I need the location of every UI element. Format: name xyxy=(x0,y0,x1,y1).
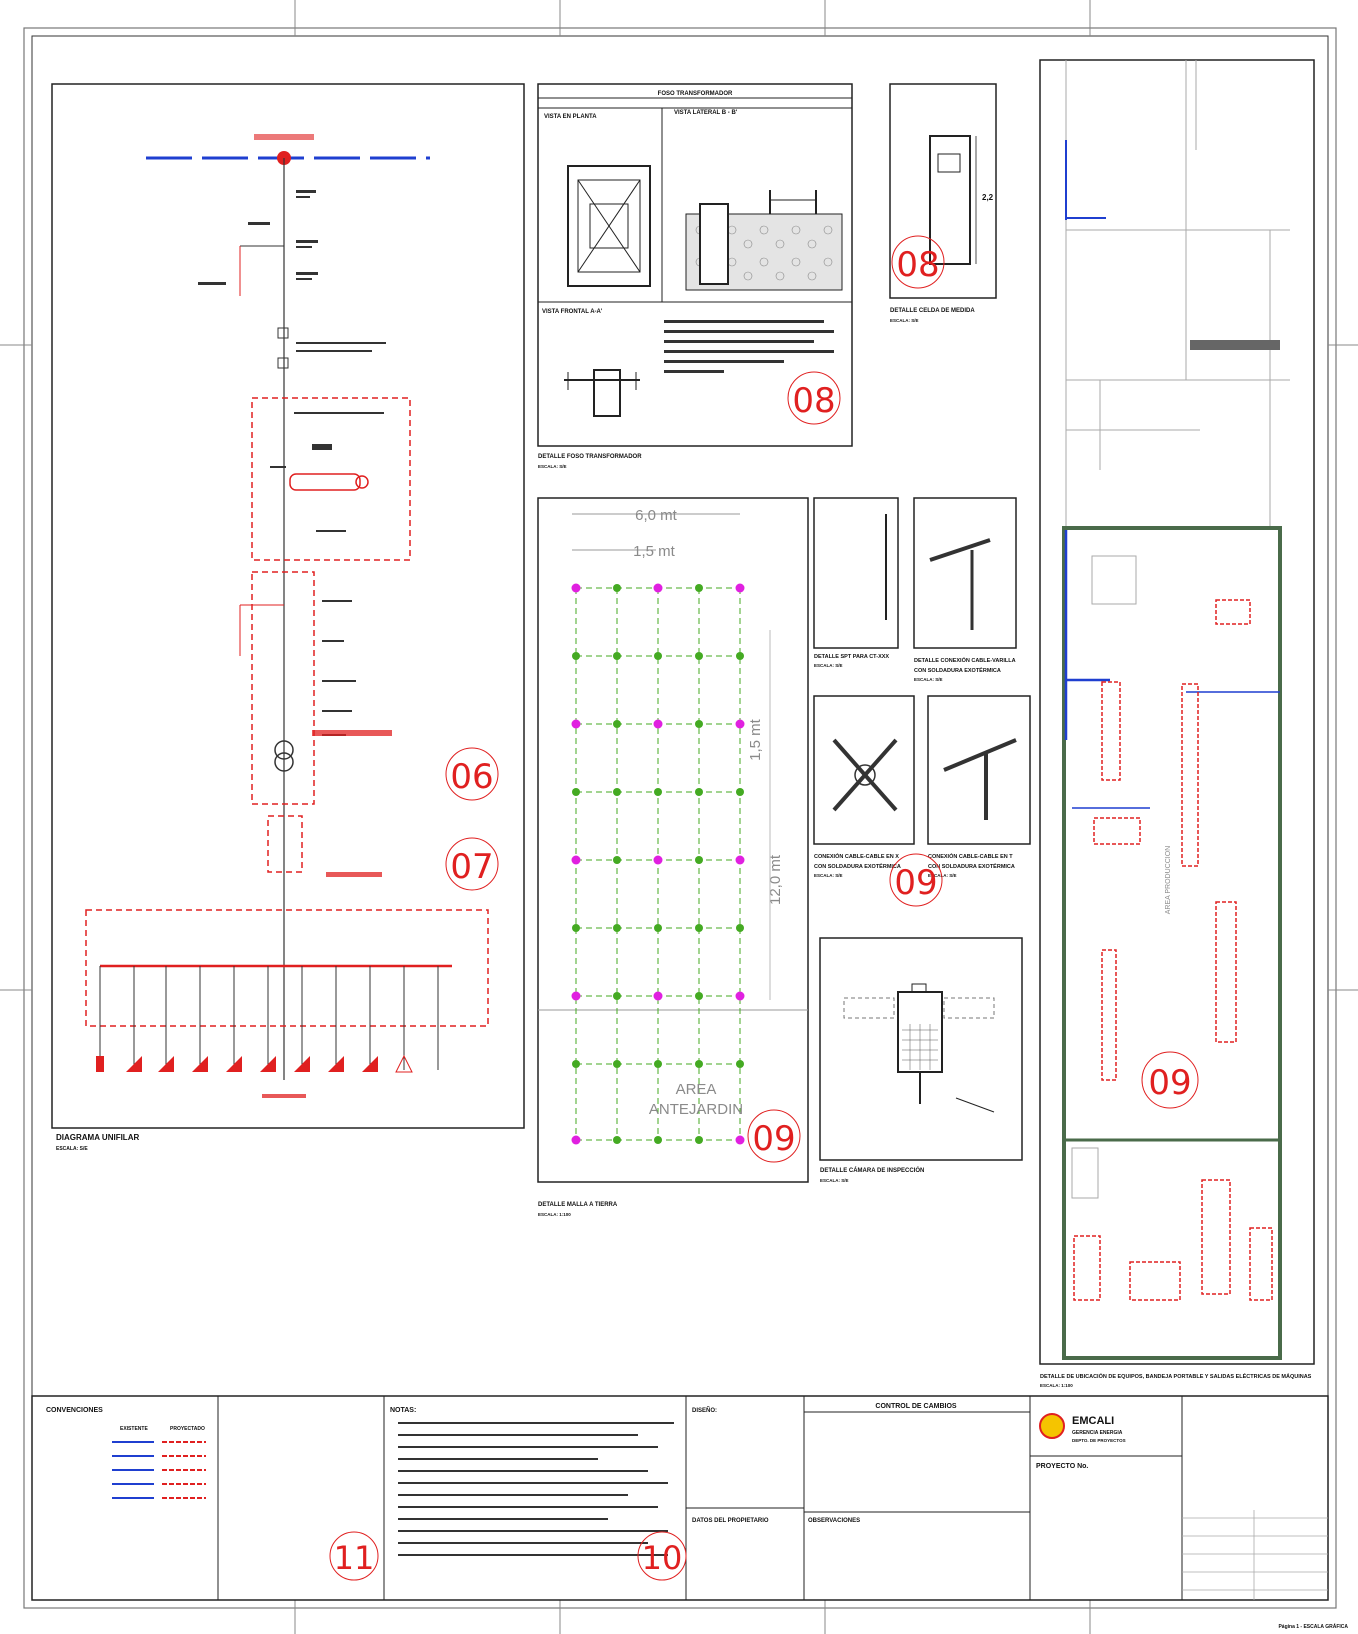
svg-text:NOTAS:: NOTAS: xyxy=(390,1407,416,1414)
callout-09-plan: 09 xyxy=(1141,1051,1199,1109)
single-line-diagram: 06 07 DIAGRAMA UNIFILAR ESCALA: S/E xyxy=(51,83,525,1152)
callout-08-meter: 08 xyxy=(891,235,945,289)
svg-text:OBSERVACIONES: OBSERVACIONES xyxy=(808,1518,860,1524)
svg-text:CONEXIÓN CABLE-CABLE EN T: CONEXIÓN CABLE-CABLE EN T xyxy=(928,852,1013,860)
grid-nodes xyxy=(572,584,744,1144)
footer-text: Página 1 - ESCALA GRÁFICA xyxy=(1278,1623,1348,1630)
svg-text:ESCALA: S/E: ESCALA: S/E xyxy=(814,663,843,668)
svg-text:ESCALA: S/E: ESCALA: S/E xyxy=(928,873,957,878)
svg-text:ESCALA: S/E: ESCALA: S/E xyxy=(890,318,919,323)
svg-text:DETALLE DE UBICACIÓN DE EQUIPO: DETALLE DE UBICACIÓN DE EQUIPOS, BANDEJA… xyxy=(1040,1372,1312,1380)
svg-text:CONEXIÓN CABLE-CABLE EN X: CONEXIÓN CABLE-CABLE EN X xyxy=(814,852,899,860)
svg-text:VISTA LATERAL B - B': VISTA LATERAL B - B' xyxy=(674,110,738,116)
connection-details: DETALLE SPT PARA CT-XXX ESCALA: S/E DETA… xyxy=(813,497,1031,907)
svg-text:EMCALI: EMCALI xyxy=(1072,1415,1114,1427)
svg-text:FOSO TRANSFORMADOR: FOSO TRANSFORMADOR xyxy=(658,91,733,97)
svg-text:EXISTENTE: EXISTENTE xyxy=(120,1426,148,1432)
svg-text:08: 08 xyxy=(792,381,835,421)
svg-text:06: 06 xyxy=(450,757,493,797)
load-symbols xyxy=(96,1054,413,1073)
single-line-scale: ESCALA: S/E xyxy=(56,1146,88,1152)
svg-text:DATOS DEL PROPIETARIO: DATOS DEL PROPIETARIO xyxy=(692,1518,769,1524)
svg-text:10: 10 xyxy=(642,1539,683,1577)
svg-text:AREA: AREA xyxy=(676,1081,717,1098)
sheet-outer-frame xyxy=(23,27,1337,1609)
svg-text:AREA PRODUCCION: AREA PRODUCCION xyxy=(1165,846,1172,914)
feeder-branches xyxy=(99,966,439,1070)
callout-09-details: 09 xyxy=(889,853,943,907)
ground-rods xyxy=(571,583,745,1145)
svg-text:DEPTO. DE PROYECTOS: DEPTO. DE PROYECTOS xyxy=(1072,1438,1126,1443)
svg-text:ESCALA: S/E: ESCALA: S/E xyxy=(914,677,943,682)
svg-text:DISEÑO:: DISEÑO: xyxy=(692,1407,717,1414)
svg-text:ESCALA: S/E: ESCALA: S/E xyxy=(814,873,843,878)
svg-text:GERENCIA ENERGIA: GERENCIA ENERGIA xyxy=(1072,1430,1123,1436)
callout-06: 06 xyxy=(445,747,499,801)
svg-text:12,0 mt: 12,0 mt xyxy=(767,854,784,905)
transformer-pit-detail: FOSO TRANSFORMADOR VISTA EN PLANTA VISTA… xyxy=(537,83,853,469)
svg-text:11: 11 xyxy=(334,1539,375,1577)
callout-08-pit: 08 xyxy=(787,371,841,425)
svg-text:ANTEJARDIN: ANTEJARDIN xyxy=(649,1101,743,1118)
svg-text:6,0 mt: 6,0 mt xyxy=(635,507,678,524)
floor-plan-detail: AREA PRODUCCION 09 DETALLE DE UBICACIÓN … xyxy=(1039,59,1315,1388)
svg-text:CON SOLDADURA EXOTÉRMICA: CON SOLDADURA EXOTÉRMICA xyxy=(914,666,1001,674)
svg-text:1,5 mt: 1,5 mt xyxy=(747,718,764,761)
svg-text:1,5 mt: 1,5 mt xyxy=(633,543,676,560)
single-line-frame xyxy=(51,83,525,1129)
svg-text:08: 08 xyxy=(896,245,939,285)
ground-grid-detail: 6,0 mt 1,5 mt 1,5 mt 12,0 mt xyxy=(537,497,809,1217)
svg-text:09: 09 xyxy=(752,1119,795,1159)
emcali-logo xyxy=(1039,1413,1065,1439)
svg-text:09: 09 xyxy=(1148,1063,1191,1103)
callout-09-grid: 09 xyxy=(747,1109,801,1163)
svg-text:DETALLE FOSO TRANSFORMADOR: DETALLE FOSO TRANSFORMADOR xyxy=(538,454,642,460)
svg-text:DETALLE CÁMARA DE INSPECCIÓN: DETALLE CÁMARA DE INSPECCIÓN xyxy=(820,1166,924,1174)
svg-text:ESCALA: S/E: ESCALA: S/E xyxy=(820,1178,849,1183)
svg-text:DETALLE CELDA DE MEDIDA: DETALLE CELDA DE MEDIDA xyxy=(890,308,975,314)
meter-cell-detail: 2,2 08 DETALLE CELDA DE MEDIDA ESCALA: S… xyxy=(889,83,997,323)
svg-text:DETALLE SPT PARA CT-XXX: DETALLE SPT PARA CT-XXX xyxy=(814,654,889,660)
svg-text:DETALLE CONEXIÓN CABLE-VARILLA: DETALLE CONEXIÓN CABLE-VARILLA xyxy=(914,656,1016,664)
svg-text:09: 09 xyxy=(894,863,937,903)
callout-07: 07 xyxy=(445,837,499,891)
svg-text:ESCALA: 1:100: ESCALA: 1:100 xyxy=(1040,1383,1073,1388)
machine-outlets xyxy=(1073,599,1273,1301)
svg-text:VISTA EN PLANTA: VISTA EN PLANTA xyxy=(544,114,597,120)
svg-text:07: 07 xyxy=(450,847,493,887)
svg-text:CONTROL DE CAMBIOS: CONTROL DE CAMBIOS xyxy=(875,1403,956,1410)
svg-text:VISTA FRONTAL A-A': VISTA FRONTAL A-A' xyxy=(542,309,603,315)
svg-text:CONVENCIONES: CONVENCIONES xyxy=(46,1407,103,1414)
callout-10: 10 xyxy=(637,1531,687,1581)
svg-text:DETALLE MALLA A TIERRA: DETALLE MALLA A TIERRA xyxy=(538,1202,618,1208)
svg-text:ESCALA: 1:100: ESCALA: 1:100 xyxy=(538,1212,571,1217)
svg-text:CON SOLDADURA EXOTÉRMICA: CON SOLDADURA EXOTÉRMICA xyxy=(814,862,901,870)
callout-11: 11 xyxy=(329,1531,379,1581)
svg-text:CON SOLDADURA EXOTÉRMICA: CON SOLDADURA EXOTÉRMICA xyxy=(928,862,1015,870)
svg-text:2,2: 2,2 xyxy=(982,193,994,202)
svg-text:PROYECTO No.: PROYECTO No. xyxy=(1036,1463,1088,1470)
single-line-title: DIAGRAMA UNIFILAR xyxy=(56,1133,139,1142)
title-block: CONVENCIONES EXISTENTE PROYECTADO 11 NOT… xyxy=(31,1395,1329,1601)
svg-text:PROYECTADO: PROYECTADO xyxy=(170,1426,205,1432)
inspection-chamber-detail: DETALLE CÁMARA DE INSPECCIÓN ESCALA: S/E xyxy=(819,937,1023,1183)
transformer-symbol xyxy=(274,740,294,760)
svg-text:ESCALA: S/E: ESCALA: S/E xyxy=(538,464,567,469)
